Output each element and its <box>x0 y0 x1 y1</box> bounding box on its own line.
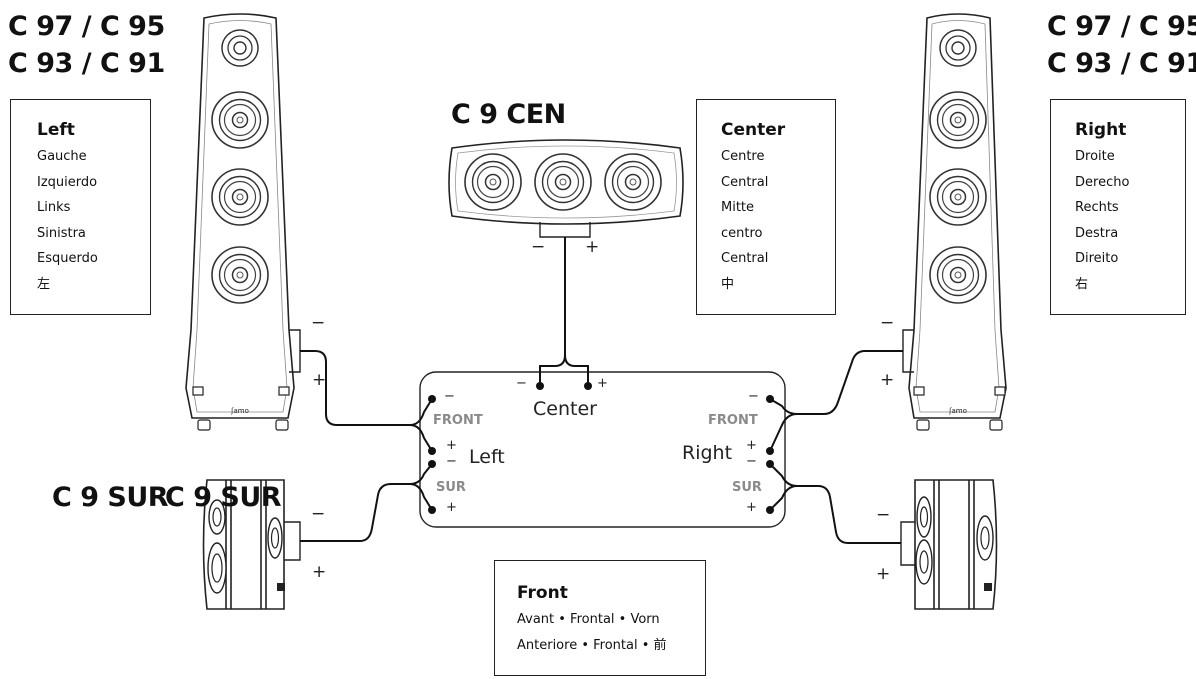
polarity-plus-right-tower: + <box>880 370 895 390</box>
model-label-surround-1: C 9 SUR <box>52 482 169 513</box>
legend-center-line: Centre <box>721 149 765 164</box>
model-label-tower-right-1: C 97 / C 95 <box>1047 11 1196 42</box>
legend-right-line: Rechts <box>1075 200 1119 215</box>
right-tower-speaker: ʃamo <box>902 13 1007 431</box>
receiver-minus-sur-right: − <box>746 454 757 469</box>
receiver-minus-center: − <box>516 376 527 391</box>
legend-left-line: Gauche <box>37 149 87 164</box>
legend-center: Center Centre Central Mitte centro Centr… <box>696 99 836 315</box>
legend-right-line: 右 <box>1075 276 1089 292</box>
model-label-tower-left-1: C 97 / C 95 <box>8 11 165 42</box>
legend-left-line: Izquierdo <box>37 174 98 190</box>
speaker-wires <box>300 237 903 544</box>
legend-right-line: Derecho <box>1075 174 1130 190</box>
receiver-minus-front-right: − <box>748 389 759 404</box>
model-label-tower-left-2: C 93 / C 91 <box>8 48 165 79</box>
legend-right: Right Droite Derecho Rechts Destra Direi… <box>1050 99 1186 315</box>
legend-center-line: Central <box>721 251 769 266</box>
receiver-plus-sur-right: + <box>746 500 757 515</box>
legend-center-title: Center <box>721 120 786 140</box>
legend-right-line: Destra <box>1075 225 1119 241</box>
legend-front-line: Avant • Frontal • Vorn <box>517 612 660 627</box>
legend-left-line: 左 <box>37 276 51 292</box>
receiver-sur-label-right: SUR <box>732 480 762 495</box>
left-surround-speaker <box>202 479 301 610</box>
receiver-box <box>419 371 786 528</box>
legend-center-line: 中 <box>721 276 735 292</box>
legend-front-title: Front <box>517 583 568 603</box>
polarity-minus-center-speaker: − <box>531 237 546 257</box>
receiver-left-label: Left <box>469 446 505 468</box>
receiver-plus-front-left: + <box>446 438 457 453</box>
legend-right-line: Droite <box>1075 149 1115 164</box>
model-label-surround-2: C 9 SUR <box>165 482 282 513</box>
legend-right-title: Right <box>1075 120 1127 140</box>
receiver-plus-front-right: + <box>746 438 757 453</box>
legend-left-title: Left <box>37 120 75 140</box>
model-label-center: C 9 CEN <box>451 99 566 130</box>
receiver-right-label: Right <box>682 442 733 464</box>
legend-right-line: Direito <box>1075 251 1119 266</box>
polarity-minus-right-surround: − <box>876 505 891 525</box>
receiver-sur-label-left: SUR <box>436 480 466 495</box>
right-surround-speaker <box>900 479 998 610</box>
legend-center-line: centro <box>721 225 763 241</box>
legend-center-line: Mitte <box>721 200 755 215</box>
legend-center-line: Central <box>721 174 769 190</box>
legend-left-line: Esquerdo <box>37 251 98 266</box>
legend-left-line: Sinistra <box>37 225 86 241</box>
receiver-front-label-left: FRONT <box>433 413 483 428</box>
legend-left-line: Links <box>37 200 71 215</box>
left-tower-speaker: ʃamo <box>185 13 301 431</box>
receiver-front-label-right: FRONT <box>708 413 758 428</box>
center-speaker <box>448 139 684 238</box>
receiver-plus-sur-left: + <box>446 500 457 515</box>
polarity-minus-right-tower: − <box>880 313 895 333</box>
receiver-minus-front-left: − <box>444 389 455 404</box>
model-label-tower-right-2: C 93 / C 91 <box>1047 48 1196 79</box>
polarity-minus-left-tower: − <box>311 313 326 333</box>
legend-front: Front Avant • Frontal • Vorn Anteriore •… <box>494 560 706 676</box>
brand-badge-left: ʃamo <box>230 407 249 415</box>
receiver-center-label: Center <box>533 398 597 420</box>
polarity-plus-left-surround: + <box>312 562 327 582</box>
polarity-plus-left-tower: + <box>312 370 327 390</box>
polarity-minus-left-surround: − <box>311 504 326 524</box>
receiver-plus-center: + <box>597 376 608 391</box>
polarity-plus-right-surround: + <box>876 564 891 584</box>
legend-front-line: Anteriore • Frontal • 前 <box>517 637 667 653</box>
receiver-minus-sur-left: − <box>446 454 457 469</box>
polarity-plus-center-speaker: + <box>585 237 600 257</box>
legend-left: Left Gauche Izquierdo Links Sinistra Esq… <box>10 99 151 315</box>
brand-badge-right: ʃamo <box>948 407 967 415</box>
